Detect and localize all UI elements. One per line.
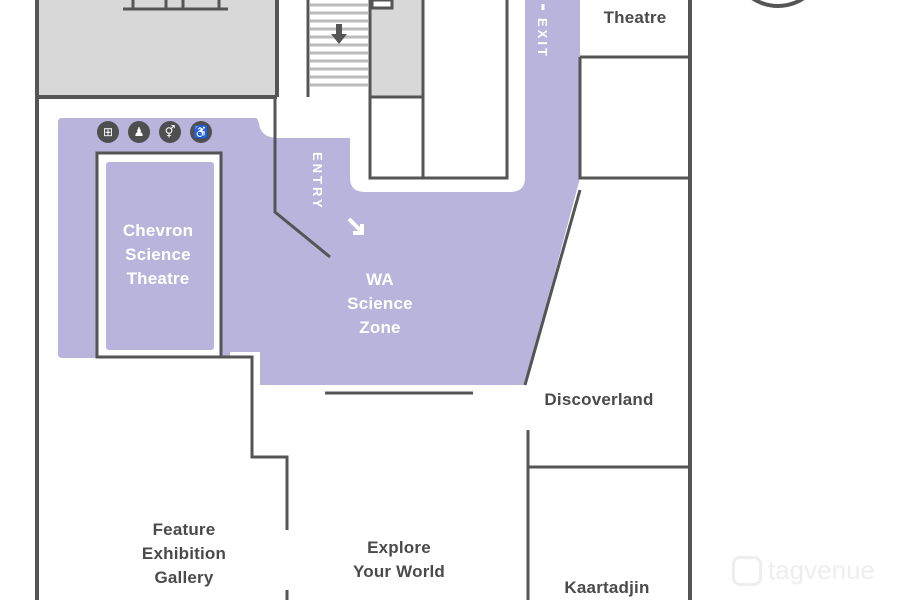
label-line: Your World <box>352 562 446 581</box>
label-line: Zone <box>359 318 401 337</box>
label-line: Gallery <box>154 568 214 587</box>
first-aid-icon: ⊞ <box>97 121 119 143</box>
tagvenue-watermark: tagvenue <box>732 555 875 586</box>
walls <box>35 0 692 600</box>
label-line: Theatre <box>126 269 190 288</box>
label-line: Science <box>347 294 413 313</box>
restricted-area-left <box>37 0 277 97</box>
exit-sign: EXIT <box>535 18 550 59</box>
parents-room-icon: ♟ <box>128 121 150 143</box>
entry-sign: ENTRY <box>310 152 325 211</box>
label-line: WA <box>366 270 394 289</box>
down-arrow-icon <box>331 24 347 44</box>
discoverland-label: Discoverland <box>544 390 654 409</box>
small-room-box <box>370 0 394 10</box>
chevron-science-theatre-area <box>106 162 214 350</box>
stairs <box>308 0 370 97</box>
rotunda <box>751 0 805 8</box>
explore-your-world-label: Explore Your World <box>353 536 445 584</box>
kaartadjin-label: Kaartadjin <box>564 578 650 597</box>
label-line: Science <box>125 245 191 264</box>
accessible-toilet-icon: ♿ <box>190 121 212 143</box>
label-line: Feature <box>152 520 216 539</box>
entry-arrow-icon <box>347 217 364 235</box>
stair-seats <box>123 0 228 11</box>
label-line: Chevron <box>122 221 194 240</box>
chevron-science-theatre-label: Chevron Science Theatre <box>123 219 193 291</box>
toilets-icon: ⚥ <box>159 121 181 143</box>
watermark-text: tagvenue <box>768 555 875 585</box>
feature-exhibition-gallery-label: Feature Exhibition Gallery <box>142 518 226 590</box>
restricted-area-mid <box>370 0 423 97</box>
wa-science-zone-label: WA Science Zone <box>347 268 413 340</box>
tagvenue-logo-icon <box>732 555 762 586</box>
label-line: Exhibition <box>141 544 227 563</box>
theatre-label: Theatre <box>603 8 667 27</box>
label-line: Explore <box>367 538 431 557</box>
